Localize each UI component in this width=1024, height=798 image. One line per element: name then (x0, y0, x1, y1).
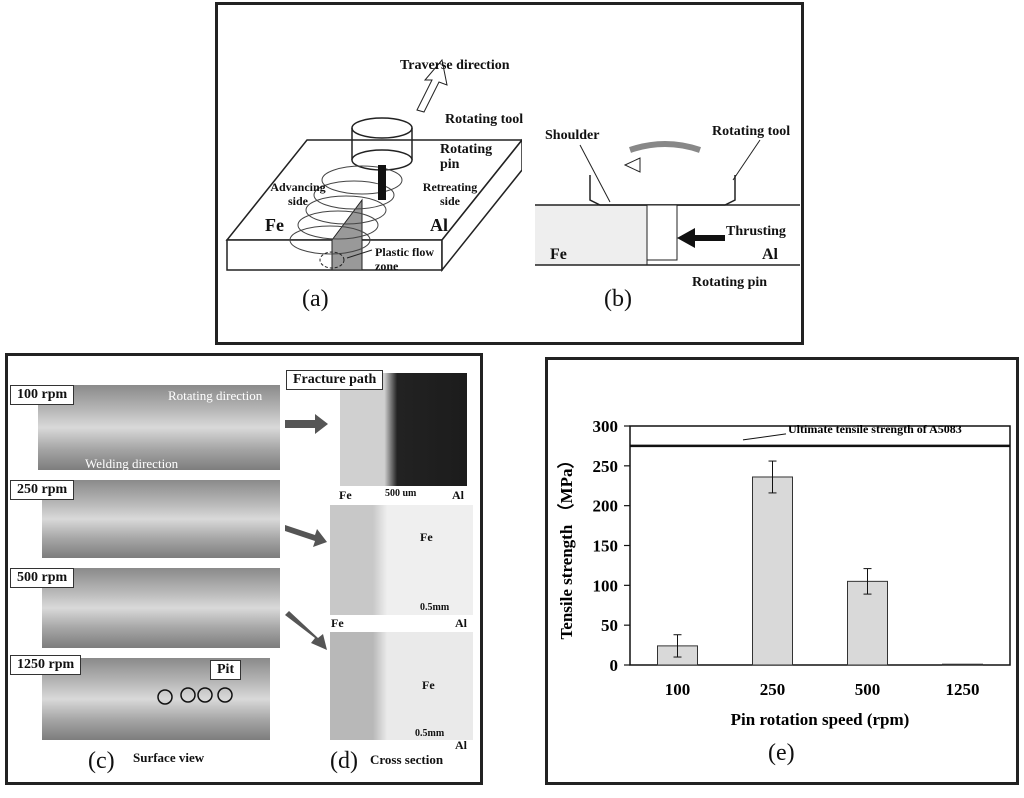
panel-b-label: (b) (604, 286, 632, 312)
fe-label-a: Fe (265, 215, 284, 235)
rpm-label-250: 250 rpm (10, 480, 75, 500)
x-tick-label-1250: 1250 (946, 680, 980, 699)
x-axis-label: Pin rotation speed (rpm) (731, 710, 910, 729)
al-label-a: Al (430, 215, 448, 235)
panel-b-diagram (535, 139, 800, 266)
bar-250 (752, 476, 793, 666)
y-axis-label: Tensile strength （MPa） (556, 452, 576, 640)
tensile-strength-chart: 0 50 100 150 200 250 300 Ultimate tensile stren… (556, 417, 1011, 729)
y-tick-label: 0 (610, 656, 619, 675)
weld-photo-250rpm (42, 480, 280, 558)
cross-section-100rpm (340, 373, 467, 486)
panel-c-label: (c) (88, 748, 115, 774)
al-label-d1: Al (452, 488, 464, 502)
al-label-d3: Al (455, 738, 467, 752)
shoulder-label: Shoulder (545, 128, 600, 143)
weld-photo-500rpm (42, 568, 280, 648)
al-label-b: Al (762, 246, 778, 263)
rotating-pin-label-b: Rotating pin (692, 275, 768, 290)
rpm-label-1250: 1250 rpm (10, 655, 82, 675)
cross-section-500rpm (330, 632, 473, 740)
fe-label-d1: Fe (339, 488, 352, 502)
connector-arrows (285, 414, 328, 650)
x-tick-label-100: 100 (665, 680, 691, 699)
cross-section-caption: Cross section (370, 752, 444, 767)
scale-500um: 500 um (385, 488, 417, 499)
panel-e-label: (e) (768, 740, 795, 766)
scale-05mm-d2: 0.5mm (420, 602, 450, 613)
retreating-side-label: Retreating side (422, 180, 478, 208)
fracture-path-label: Fracture path (286, 370, 384, 390)
rpm-label-500: 500 rpm (10, 568, 75, 588)
rotating-tool-label-b: Rotating tool (712, 124, 791, 139)
bar-1250 (942, 663, 983, 666)
x-tick-label-250: 250 (760, 680, 786, 699)
bar-500 (847, 580, 888, 666)
reference-pointer (742, 433, 787, 441)
al-label-d2: Al (455, 616, 467, 630)
y-tick-label: 200 (593, 497, 619, 516)
thrusting-label: Thrusting (726, 224, 786, 239)
y-tick-label: 300 (593, 417, 619, 436)
fe-label-d2: Fe (331, 616, 344, 630)
y-tick-label: 50 (601, 616, 618, 635)
scale-05mm-d3: 0.5mm (415, 728, 445, 739)
y-tick-label: 100 (593, 576, 619, 595)
plastic-flow-zone-label: Plastic flow zone (375, 245, 434, 273)
welding-direction-label: Welding direction (85, 456, 179, 471)
rotating-tool-label-a: Rotating tool (445, 112, 524, 127)
fe-label-b: Fe (550, 246, 567, 263)
panel-a-diagram (225, 58, 522, 273)
pit-circles (157, 687, 233, 705)
fe-pointer-d3: Fe (422, 678, 435, 692)
panel-a-label: (a) (302, 286, 329, 312)
rotating-direction-label: Rotating direction (168, 388, 263, 403)
reference-label: Ultimate tensile strength of A5083 (788, 422, 962, 436)
panel-d-label: (d) (330, 748, 358, 774)
x-tick-label-500: 500 (855, 680, 881, 699)
cross-section-250rpm (330, 505, 473, 615)
rpm-label-100: 100 rpm (10, 385, 75, 405)
y-tick-label: 250 (593, 457, 619, 476)
y-tick-label: 150 (593, 537, 619, 556)
plot-area (629, 425, 1011, 666)
fe-pointer-d2: Fe (420, 530, 433, 544)
traverse-direction-label: Traverse direction (400, 58, 510, 73)
advancing-side-label: Advancing side (270, 180, 326, 208)
weld-photo-100rpm (38, 385, 280, 470)
surface-view-caption: Surface view (133, 750, 205, 765)
rotating-pin-label-a: Rotating pin (440, 142, 493, 172)
pit-label: Pit (210, 660, 242, 680)
